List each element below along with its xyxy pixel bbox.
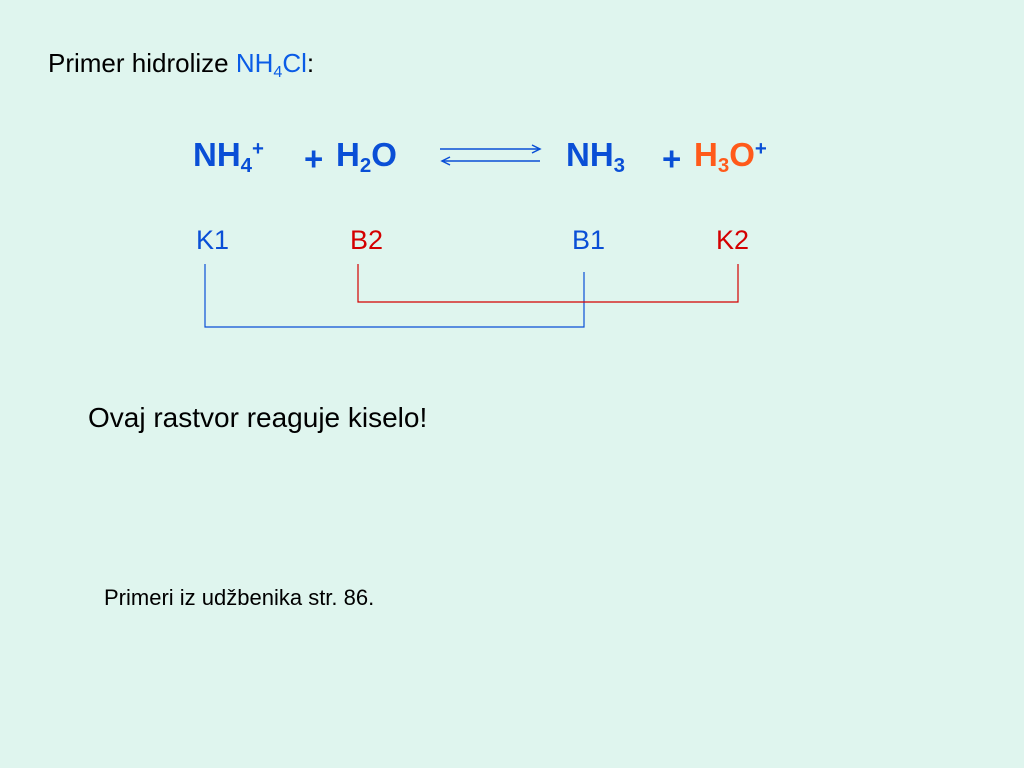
conjugate-bracket-red [357, 264, 739, 303]
label-acid-2: K2 [716, 225, 750, 255]
product-hydronium-tail: O [729, 136, 755, 173]
reactant-water-main: H [336, 136, 360, 173]
label-base-2: B2 [350, 225, 384, 255]
reactant-ammonium-sub: 4 [240, 154, 253, 178]
label-base-1: B1 [572, 225, 606, 255]
title-formula-main: NH [235, 48, 274, 78]
slide-title: Primer hidrolize NH4Cl: [48, 48, 315, 81]
textbook-reference: Primeri iz udžbenika str. 86. [104, 585, 375, 610]
product-ammonia-main: NH [566, 136, 614, 173]
product-hydronium: H3O+ [694, 136, 767, 178]
plus-sign-1: + [304, 140, 324, 177]
product-hydronium-main: H [694, 136, 718, 173]
product-ammonia: NH3 [566, 136, 626, 178]
title-formula-sub: 4 [273, 62, 283, 81]
title-formula: NH4Cl [235, 48, 307, 81]
product-hydronium-charge: + [754, 136, 767, 160]
conclusion-text: Ovaj rastvor reaguje kiselo! [88, 402, 428, 433]
equilibrium-arrows-icon [440, 144, 542, 166]
conjugate-bracket-blue [204, 264, 585, 328]
title-formula-tail: Cl [282, 48, 307, 78]
reactant-ammonium-main: NH [193, 136, 241, 173]
plus-sign-2: + [662, 140, 682, 177]
reactant-water-tail: O [371, 136, 397, 173]
product-hydronium-sub: 3 [717, 154, 730, 178]
reactant-ammonium-charge: + [252, 136, 264, 160]
title-prefix: Primer hidrolize [48, 48, 236, 78]
product-ammonia-sub: 3 [613, 154, 626, 178]
reactant-water-sub: 2 [359, 154, 372, 178]
title-suffix: : [306, 48, 315, 78]
reactant-water: H2O [336, 136, 397, 178]
reactant-ammonium: NH4+ [193, 136, 264, 178]
label-acid-1: K1 [196, 225, 230, 255]
